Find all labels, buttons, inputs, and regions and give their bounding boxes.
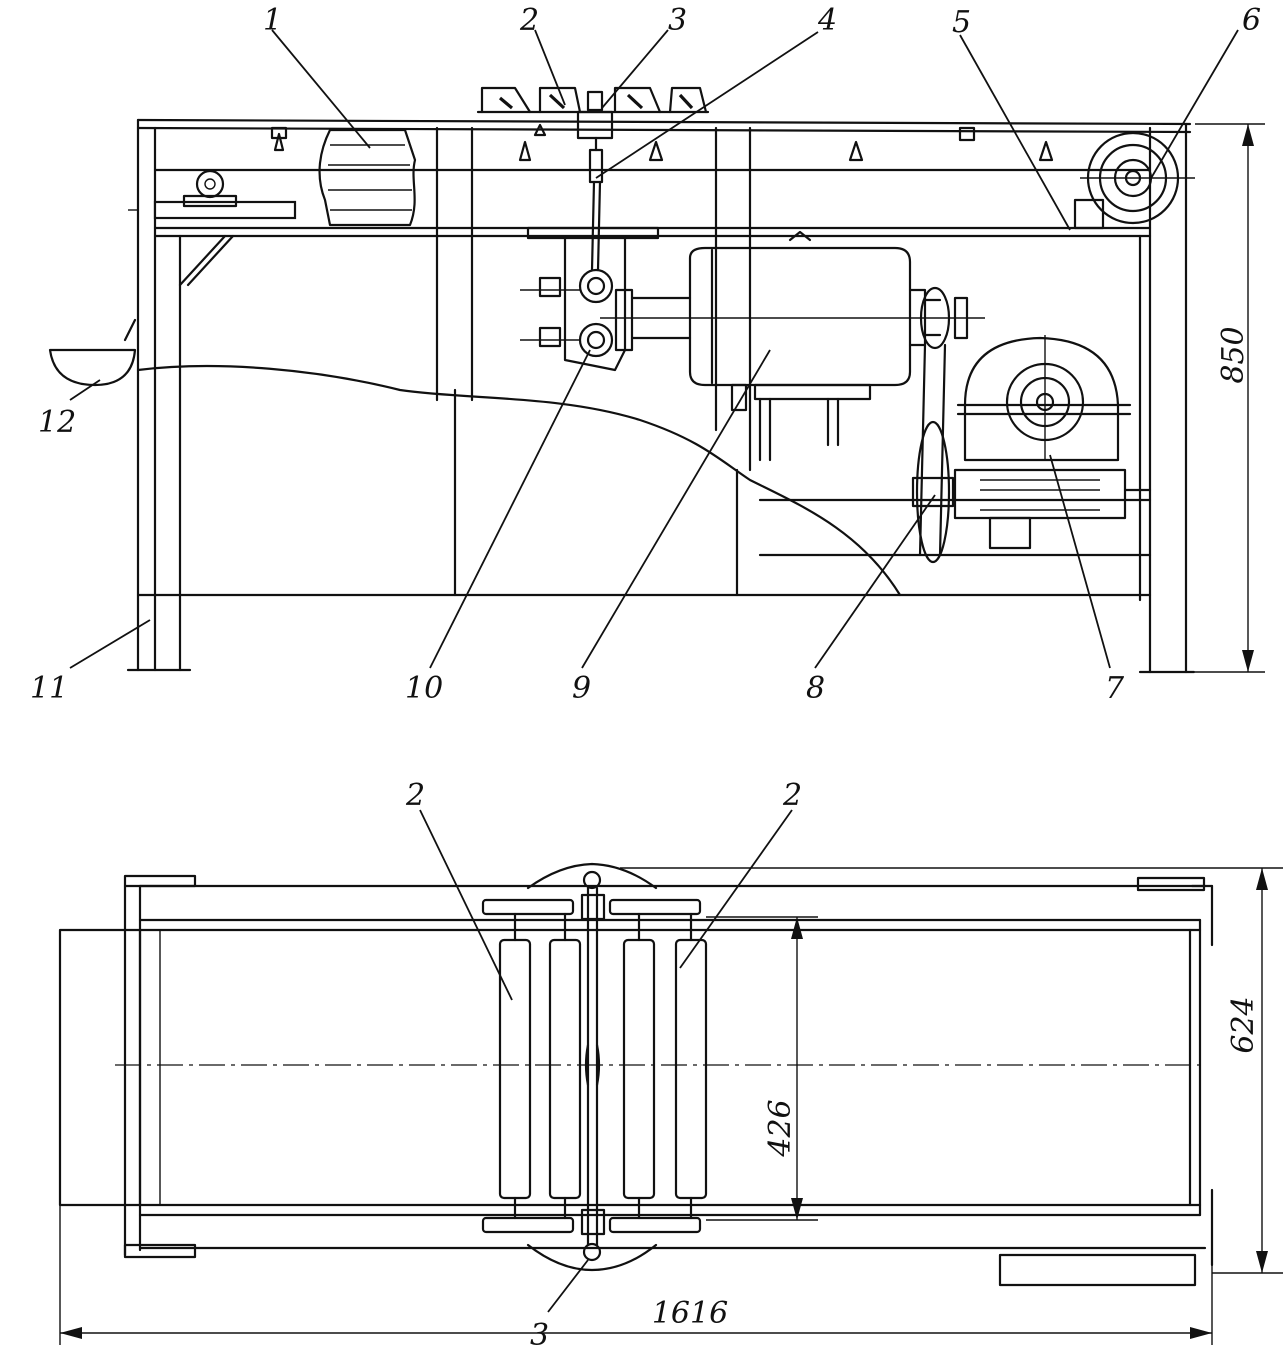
motor-stand xyxy=(730,383,872,462)
motor-body xyxy=(688,230,942,387)
callout-3: 3 xyxy=(668,3,687,38)
dimension-width: 624 xyxy=(620,867,1283,1274)
frame-bottom xyxy=(126,498,1196,674)
top-callout-2-left: 2 xyxy=(405,778,425,813)
dimension-inner: 426 xyxy=(706,916,818,1221)
top-view: 426 624 1616 2 2 xyxy=(58,778,1283,1353)
callout-5: 5 xyxy=(952,5,971,40)
top-callouts: 2 2 3 xyxy=(405,778,802,1353)
roller-brackets xyxy=(481,898,702,1234)
top-callout-3: 3 xyxy=(530,1318,549,1353)
frame-posts xyxy=(136,118,1188,674)
callout-7: 7 xyxy=(1105,671,1125,706)
left-brace xyxy=(128,169,297,287)
top-rollers xyxy=(476,86,710,114)
callout-4: 4 xyxy=(817,3,837,38)
rollers xyxy=(498,912,708,1220)
dimension-624-label: 624 xyxy=(1226,996,1261,1053)
dimension-1616-label: 1616 xyxy=(652,1296,728,1331)
crank-block xyxy=(520,226,660,372)
callout-10: 10 xyxy=(405,671,443,706)
collector-bowl xyxy=(48,318,137,387)
callout-6: 6 xyxy=(1242,3,1261,38)
top-frame xyxy=(123,874,1214,1287)
callout-2: 2 xyxy=(519,3,539,38)
dimension-850-label: 850 xyxy=(1216,326,1251,383)
connecting-rod xyxy=(576,90,614,272)
sprocket xyxy=(1073,131,1195,230)
callout-9: 9 xyxy=(572,671,591,706)
side-view: 850 1 2 3 4 5 6 7 8 9 10 xyxy=(30,3,1265,706)
dimension-height: 850 xyxy=(1195,123,1265,673)
callout-8: 8 xyxy=(806,671,825,706)
central-rod xyxy=(580,886,606,1247)
left-chute xyxy=(58,928,161,1207)
reducer xyxy=(953,335,1152,550)
callout-12: 12 xyxy=(38,405,76,440)
drive-shaft xyxy=(600,296,985,340)
callout-1: 1 xyxy=(263,3,282,38)
top-callout-leaders xyxy=(419,809,793,1313)
dimension-426-label: 426 xyxy=(763,1099,798,1157)
side-callouts: 1 2 3 4 5 6 7 8 9 10 11 12 xyxy=(30,3,1261,706)
pulley-belt xyxy=(911,286,969,564)
callout-leaders xyxy=(69,29,1239,669)
crank-housing xyxy=(526,862,658,1272)
callout-11: 11 xyxy=(30,671,68,706)
dimension-length: 1616 xyxy=(59,1205,1213,1345)
top-fasteners xyxy=(270,123,1054,162)
top-callout-2-right: 2 xyxy=(782,778,802,813)
cover-sheet xyxy=(136,365,902,597)
